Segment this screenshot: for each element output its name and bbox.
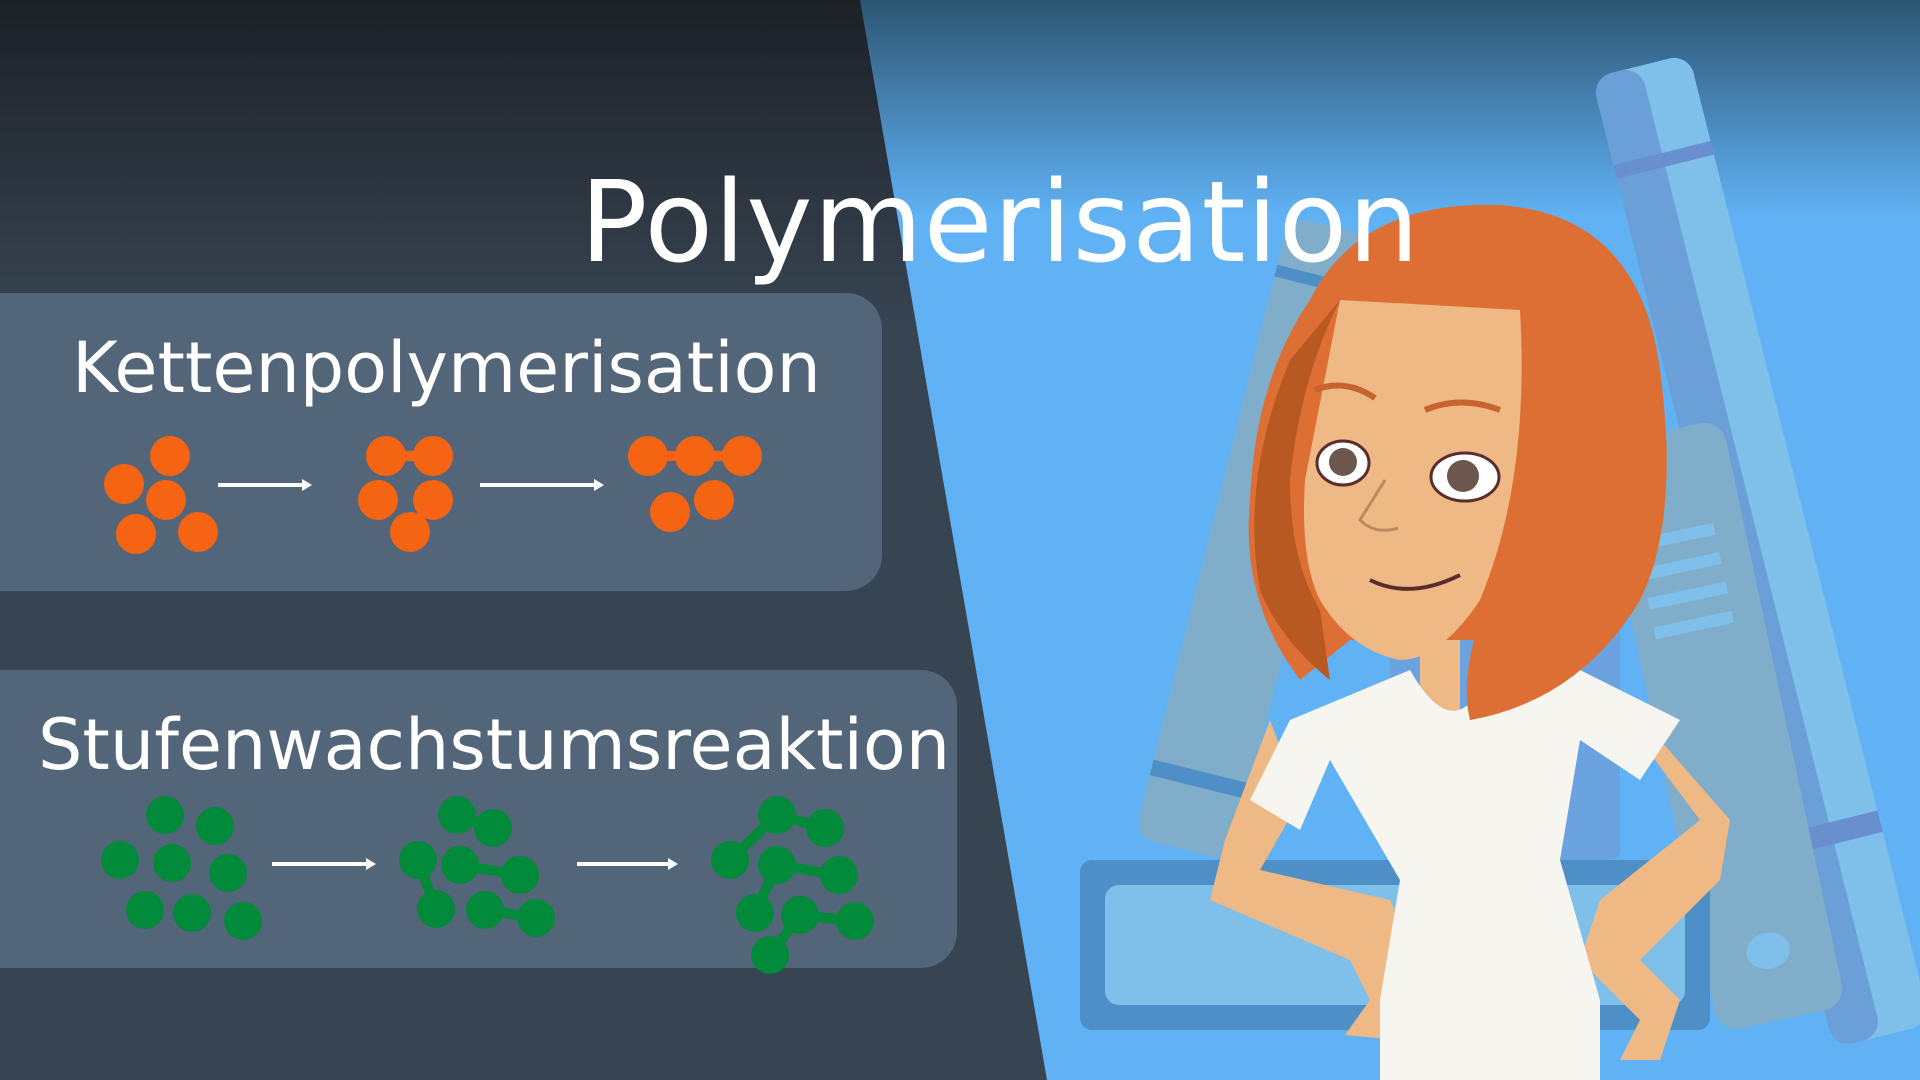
- panel-title-chain: Kettenpolymerisation: [72, 327, 821, 409]
- arrow-icon: [218, 479, 604, 491]
- panel-title-step-growth: Stufenwachstumsreaktion: [38, 704, 951, 786]
- chain-polymerization-diagram: [104, 436, 762, 554]
- page-title: Polymerisation: [580, 158, 1421, 289]
- chain-polymerization-panel: Kettenpolymerisation: [0, 293, 882, 591]
- step-growth-diagram: [101, 796, 874, 974]
- arrow-icon: [272, 858, 678, 870]
- step-growth-panel: Stufenwachstumsreaktion: [0, 670, 957, 974]
